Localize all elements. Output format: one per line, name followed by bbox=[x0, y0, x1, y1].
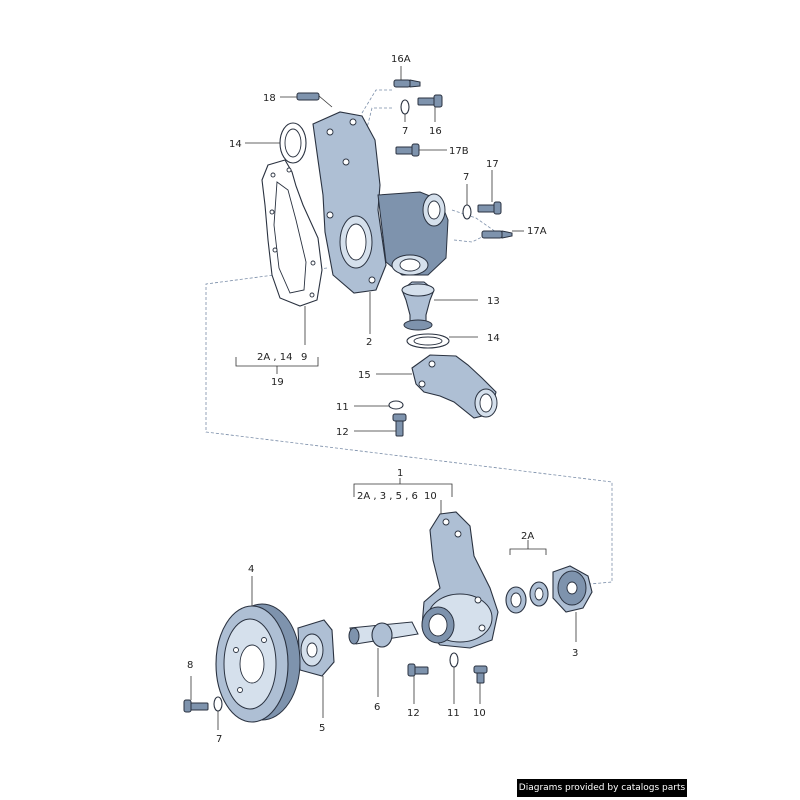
label-17A: 17A bbox=[527, 226, 547, 237]
label-14-lower: 14 bbox=[487, 333, 500, 344]
label-4: 4 bbox=[248, 564, 254, 575]
label-16A: 16A bbox=[391, 54, 411, 65]
thermostat-part-13 bbox=[401, 281, 478, 331]
hub-flange-part-5 bbox=[297, 619, 335, 718]
stud-part-17A bbox=[481, 230, 524, 239]
bracket-1 bbox=[353, 478, 453, 497]
gasket-part-9 bbox=[261, 159, 323, 345]
label-13: 13 bbox=[487, 296, 500, 307]
bolt-part-12-lower bbox=[407, 663, 429, 704]
label-10-lower: 10 bbox=[473, 708, 486, 719]
label-3: 3 bbox=[572, 648, 578, 659]
label-17: 17 bbox=[486, 159, 499, 170]
label-2: 2 bbox=[366, 337, 372, 348]
label-2A-3-5-6: 2A , 3 , 5 , 6 bbox=[357, 491, 418, 502]
o-ring-part-14-lower bbox=[406, 333, 478, 349]
label-14-upper: 14 bbox=[229, 139, 242, 150]
label-5: 5 bbox=[319, 723, 325, 734]
label-10-upper: 10 bbox=[424, 491, 437, 502]
bracket-19 bbox=[235, 357, 319, 374]
credit-banner: Diagrams provided by catalogs parts bbox=[517, 779, 687, 797]
impeller-part-3 bbox=[552, 565, 593, 642]
pulley-part-4 bbox=[215, 576, 301, 723]
bolt-part-12-upper bbox=[354, 413, 407, 437]
label-8: 8 bbox=[187, 660, 193, 671]
pump-housing-part-2 bbox=[312, 111, 449, 334]
label-17B: 17B bbox=[449, 146, 469, 157]
washer-part-7-upper bbox=[400, 99, 410, 122]
screw-part-10-lower bbox=[473, 665, 488, 704]
washer-part-7-right bbox=[462, 184, 472, 220]
bolt-part-16A bbox=[393, 66, 421, 88]
part-labels: 18 16A 14 7 16 17B 17 7 17A 13 14 2 2A ,… bbox=[187, 54, 578, 745]
label-11-upper: 11 bbox=[336, 402, 349, 413]
label-7-upper: 7 bbox=[402, 126, 408, 137]
dashed-connection-lines bbox=[205, 89, 613, 585]
bolt-part-17 bbox=[477, 170, 502, 215]
label-1: 1 bbox=[397, 468, 403, 479]
label-7-right: 7 bbox=[463, 172, 469, 183]
label-19: 19 bbox=[271, 377, 284, 388]
label-2A-14: 2A , 14 bbox=[257, 352, 292, 363]
label-15: 15 bbox=[358, 370, 371, 381]
label-9: 9 bbox=[301, 352, 307, 363]
pump-body-part-10 bbox=[421, 500, 499, 649]
label-12-lower: 12 bbox=[407, 708, 420, 719]
shaft-part-6 bbox=[348, 621, 419, 697]
stud-part-18 bbox=[280, 92, 333, 108]
washer-part-7-lower bbox=[213, 696, 223, 730]
washer-part-11-upper bbox=[354, 400, 404, 410]
label-6: 6 bbox=[374, 702, 380, 713]
bolt-part-16 bbox=[417, 94, 443, 122]
bearing-rings-part-2A bbox=[505, 540, 549, 614]
label-7-lower: 7 bbox=[216, 734, 222, 745]
washer-part-11-lower bbox=[449, 652, 459, 704]
bolt-part-8 bbox=[183, 676, 209, 713]
label-12-upper: 12 bbox=[336, 427, 349, 438]
coolant-elbow-part-15 bbox=[376, 354, 498, 419]
o-ring-part-14-upper bbox=[245, 122, 307, 164]
label-2A: 2A bbox=[521, 531, 534, 542]
bolt-part-17B bbox=[395, 143, 447, 157]
label-11-lower: 11 bbox=[447, 708, 460, 719]
label-18: 18 bbox=[263, 93, 276, 104]
label-16: 16 bbox=[429, 126, 442, 137]
